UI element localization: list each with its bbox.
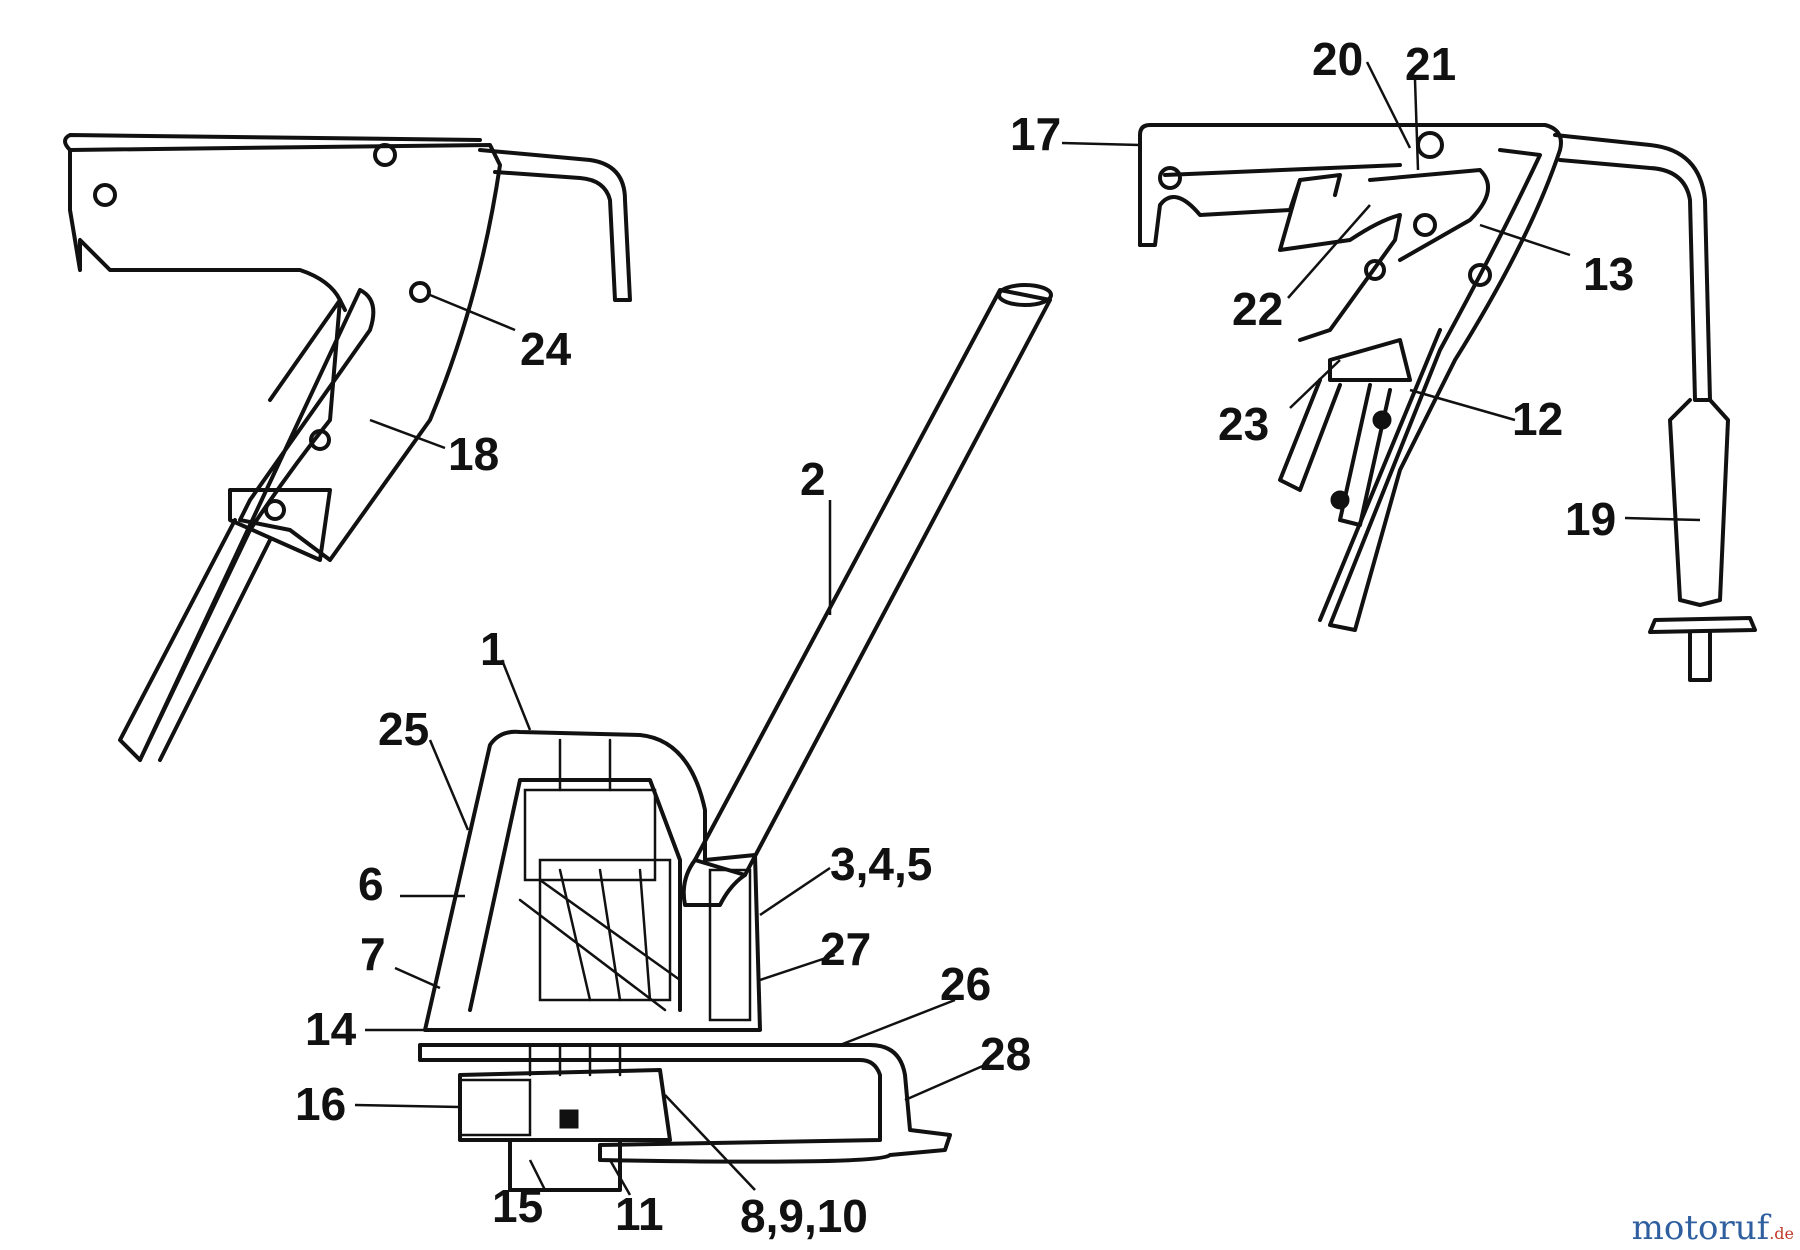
callout-6: 6 [358, 858, 384, 910]
callout-18: 18 [448, 428, 499, 480]
base-guard [418, 1043, 952, 1192]
callout-25: 25 [378, 703, 429, 755]
watermark-brand: motoruf [1631, 1208, 1770, 1248]
callout-20: 20 [1312, 33, 1363, 85]
watermark-tld: .de [1769, 1224, 1794, 1243]
switch-assembly-right [1138, 123, 1712, 632]
callout-11: 11 [615, 1188, 664, 1240]
power-cord-plug [1648, 398, 1757, 682]
callout-28: 28 [980, 1028, 1031, 1080]
callout-8-9-10: 8,9,10 [740, 1190, 868, 1242]
callout-12: 12 [1512, 393, 1563, 445]
callout-24: 24 [520, 323, 572, 375]
watermark-logo: motoruf.de [1632, 1208, 1794, 1248]
callout-14: 14 [305, 1003, 357, 1055]
motor-housing [423, 729, 762, 1032]
callout-19: 19 [1565, 493, 1616, 545]
handle-assembly-left [63, 133, 632, 762]
callout-23: 23 [1218, 398, 1269, 450]
callout-13: 13 [1583, 248, 1634, 300]
callout-26: 26 [940, 958, 991, 1010]
callout-17: 17 [1010, 108, 1061, 160]
callout-21: 21 [1405, 38, 1456, 90]
callouts: 1 2 3,4,5 25 6 7 14 16 15 11 8,9,10 27 2… [295, 33, 1701, 1242]
callout-27: 27 [820, 923, 871, 975]
callout-1: 1 [480, 623, 506, 675]
callout-7: 7 [360, 928, 386, 980]
callout-22: 22 [1232, 283, 1283, 335]
callout-3-4-5: 3,4,5 [830, 838, 932, 890]
callout-2: 2 [800, 453, 826, 505]
shaft-tube [681, 283, 1053, 907]
callout-15: 15 [492, 1180, 543, 1232]
callout-16: 16 [295, 1078, 346, 1130]
